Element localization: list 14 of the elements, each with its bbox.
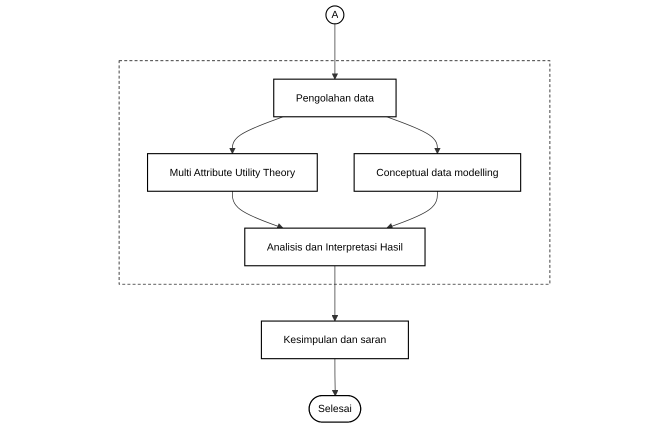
node-box: Analisis dan Interpretasi Hasil xyxy=(244,228,426,266)
node-box: Multi Attribute Utility Theory xyxy=(146,153,318,192)
arrow xyxy=(386,116,441,154)
arrow xyxy=(386,190,438,230)
arrow xyxy=(232,190,284,230)
cluster xyxy=(118,60,550,285)
node-box: Pengolahan data xyxy=(273,78,397,118)
node-box: Kesimpulan dan saran xyxy=(260,320,409,360)
arrow xyxy=(229,116,284,154)
node-circle: A xyxy=(325,5,344,24)
arrow xyxy=(332,265,338,322)
arrow xyxy=(332,23,338,80)
node-box: Conceptual data modelling xyxy=(354,153,522,192)
arrow xyxy=(332,358,338,396)
